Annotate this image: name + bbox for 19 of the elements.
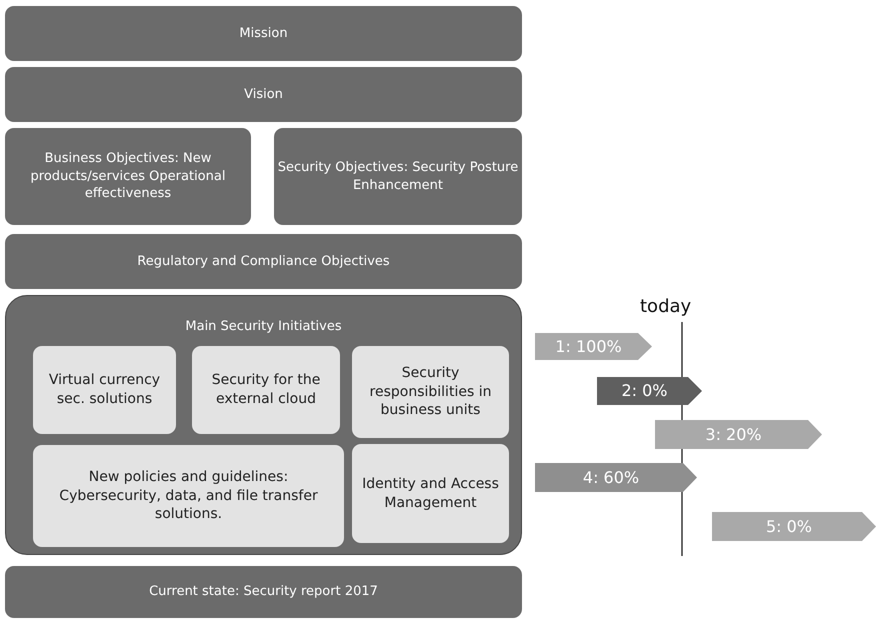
progress-bar: 5: 0% <box>712 512 876 541</box>
panel-heading: Main Security Initiatives <box>185 318 342 336</box>
timeline-marker-label: today <box>640 296 692 317</box>
initiative-box: Security responsibilities in business units <box>352 346 509 438</box>
progress-bar: 2: 0% <box>597 377 702 405</box>
initiative-box: Security for the external cloud <box>192 346 340 434</box>
band: Mission <box>5 6 522 61</box>
progress-bar: 3: 20% <box>655 420 822 449</box>
initiative-box: New policies and guidelines: Cybersecurity, data, and file transfer solutions. <box>33 445 344 547</box>
initiatives-panel <box>5 295 522 555</box>
band: Regulatory and Compliance Objectives <box>5 234 522 289</box>
initiative-box: Identity and Access Management <box>352 444 509 543</box>
progress-bar: 1: 100% <box>535 333 652 360</box>
objective-box: Business Objectives: New products/services Operational effectiveness <box>5 128 251 225</box>
band: Current state: Security report 2017 <box>5 566 522 618</box>
objective-box: Security Objectives: Security Posture Enhancement <box>274 128 522 225</box>
progress-bar: 4: 60% <box>535 463 697 492</box>
band: Vision <box>5 67 522 122</box>
initiative-box: Virtual currency sec. solutions <box>33 346 176 434</box>
